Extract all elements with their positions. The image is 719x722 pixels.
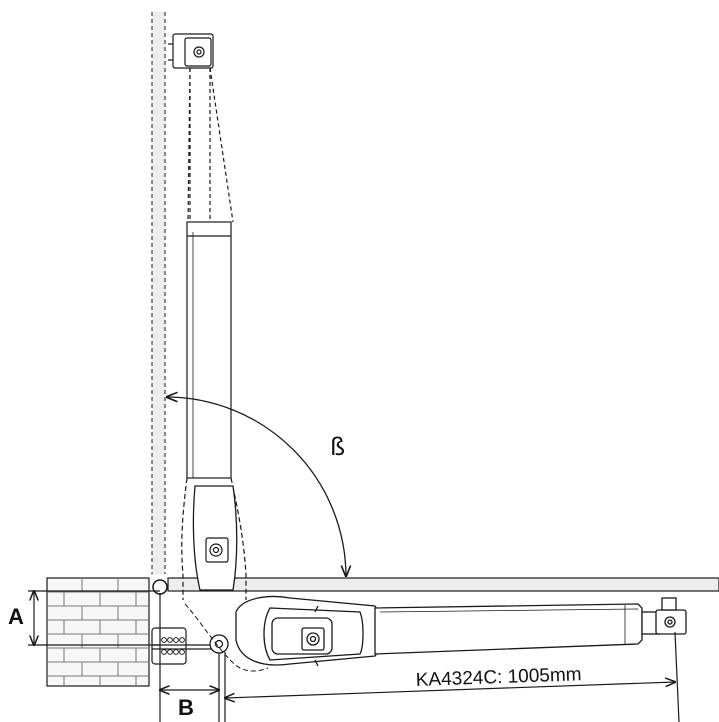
dimension-a-label: A bbox=[8, 604, 24, 629]
gate-hinge-icon bbox=[152, 579, 168, 595]
dimension-b-label: B bbox=[178, 695, 194, 720]
model-length-label: KA4324C: 1005mm bbox=[415, 664, 581, 691]
actuator-closed-position bbox=[235, 595, 687, 667]
dimension-b bbox=[160, 593, 219, 722]
actuator-pivot-icon bbox=[209, 634, 229, 654]
gate-leaf-closed bbox=[167, 577, 719, 592]
angle-beta-label: ß bbox=[330, 433, 345, 461]
brick-pillar bbox=[46, 577, 150, 687]
gate-leaf-open bbox=[151, 12, 166, 574]
opening-angle-arc bbox=[167, 397, 346, 576]
actuator-open-position bbox=[168, 33, 247, 600]
length-dimension bbox=[225, 631, 680, 722]
actuator-swing-outline bbox=[184, 603, 269, 672]
dimension-a bbox=[28, 591, 160, 645]
